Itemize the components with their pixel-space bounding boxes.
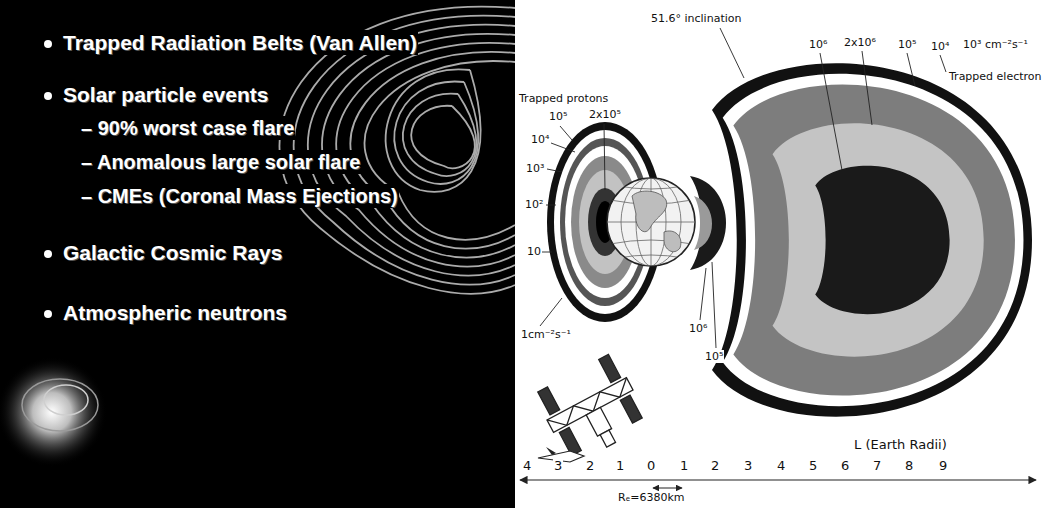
earth-globe xyxy=(618,255,684,258)
space-station xyxy=(547,378,633,433)
flux-value: 1cm⁻²s⁻¹ xyxy=(520,328,572,341)
leader-line xyxy=(546,205,556,206)
sun-glow xyxy=(44,385,88,415)
sub-item: – Anomalous large solar flare xyxy=(80,150,361,174)
axis xyxy=(653,488,682,489)
axis-number: 6 xyxy=(840,458,850,474)
magnetosphere-swirl xyxy=(411,106,475,168)
magnetosphere-swirl xyxy=(336,43,515,258)
electron-belt xyxy=(815,166,949,314)
earth-globe xyxy=(632,191,667,232)
flux-value: 10⁴ xyxy=(530,133,550,146)
flux-value: 10³ cm⁻²s⁻¹ xyxy=(962,38,1029,51)
axis-title: L (Earth Radii) xyxy=(853,437,948,453)
earth-globe xyxy=(607,178,695,266)
axis-number: 3 xyxy=(553,458,563,474)
flux-value: 10⁵ xyxy=(704,350,724,363)
earth-globe xyxy=(664,231,681,252)
space-station xyxy=(547,378,633,433)
electron-belt xyxy=(773,123,984,356)
magnetosphere-swirl xyxy=(394,81,478,183)
scale-label: Rₑ=6380km xyxy=(617,491,686,504)
leader-line xyxy=(820,53,842,170)
space-shuttle xyxy=(546,447,556,455)
flux-value: 10² xyxy=(524,198,544,211)
space-station xyxy=(538,387,560,415)
bullet-item: Atmospheric neutrons xyxy=(62,300,288,325)
axis-number: 5 xyxy=(808,458,818,474)
leader-line xyxy=(560,126,572,140)
axis-number: 8 xyxy=(904,458,914,474)
flux-value: 10⁶ xyxy=(688,322,708,335)
bullet-item: Solar particle events xyxy=(62,82,269,107)
leader-line xyxy=(542,252,552,253)
flux-value: 2x10⁶ xyxy=(843,36,877,49)
leader-line xyxy=(862,51,872,125)
leader-line xyxy=(700,268,706,320)
flux-value: 10 xyxy=(526,245,542,258)
leader-line xyxy=(720,28,744,78)
leader-line xyxy=(940,55,946,72)
axis-number: 2 xyxy=(585,458,595,474)
flux-value: 10⁵ xyxy=(548,110,568,123)
bullet-dot xyxy=(44,40,52,48)
space-station xyxy=(599,354,621,382)
space-station xyxy=(533,352,650,466)
bullet-item: Trapped Radiation Belts (Van Allen) xyxy=(62,30,418,55)
magnetosphere-swirl xyxy=(350,52,515,249)
bullet-dot xyxy=(44,250,52,258)
axis-number: 1 xyxy=(679,458,689,474)
axis-number: 4 xyxy=(776,458,786,474)
electron-belt xyxy=(712,63,1032,417)
bullet-dot xyxy=(44,40,52,318)
space-station xyxy=(620,395,642,423)
space-station xyxy=(600,430,615,447)
flux-value: 10⁵ xyxy=(897,38,917,51)
leader-line xyxy=(712,262,716,348)
earth-globe xyxy=(618,186,684,189)
sun-glow xyxy=(0,357,107,467)
sub-item: – CMEs (Coronal Mass Ejections) xyxy=(80,184,399,208)
sub-item: – 90% worst case flare xyxy=(80,116,295,140)
magnetosphere-swirl xyxy=(403,94,477,176)
axis-number: 1 xyxy=(615,458,625,474)
magnetosphere-swirl xyxy=(365,61,515,240)
electron-belt xyxy=(712,63,1032,417)
earth-globe xyxy=(607,178,695,266)
flux-value: 10⁶ xyxy=(808,38,828,51)
axis-number: 9 xyxy=(938,458,948,474)
bullet-item: Galactic Cosmic Rays xyxy=(62,240,283,265)
axis-number: 4 xyxy=(522,458,532,474)
axis xyxy=(520,480,1036,488)
leader-line xyxy=(540,298,562,326)
flux-value: 10³ xyxy=(525,162,545,175)
electron-belt xyxy=(733,84,1015,395)
bullet-dot xyxy=(44,92,52,100)
leader-line xyxy=(907,53,915,86)
belt-name: Trapped protons xyxy=(518,92,609,105)
axis-number: 0 xyxy=(646,458,656,474)
sun-glow xyxy=(22,379,98,431)
axis-number: 7 xyxy=(872,458,882,474)
inner-electron-belt xyxy=(694,196,712,250)
leader-line xyxy=(551,143,575,152)
axis-number: 2 xyxy=(710,458,720,474)
leader-line xyxy=(540,28,946,348)
inclination-label: 51.6° inclination xyxy=(650,12,742,25)
flux-value: 2x10⁵ xyxy=(588,108,622,121)
magnetosphere-swirl xyxy=(386,69,481,191)
leader-line xyxy=(547,169,562,172)
axis xyxy=(520,479,1036,480)
earth-globe xyxy=(607,178,695,266)
bullet-dot xyxy=(44,310,52,318)
sun-glow xyxy=(0,357,107,467)
leader-line xyxy=(604,124,605,190)
axis-number: 3 xyxy=(743,458,753,474)
flux-value: 10⁴ xyxy=(930,40,950,53)
electron-belt xyxy=(723,74,1024,406)
belt-name: Trapped electron xyxy=(948,70,1043,83)
